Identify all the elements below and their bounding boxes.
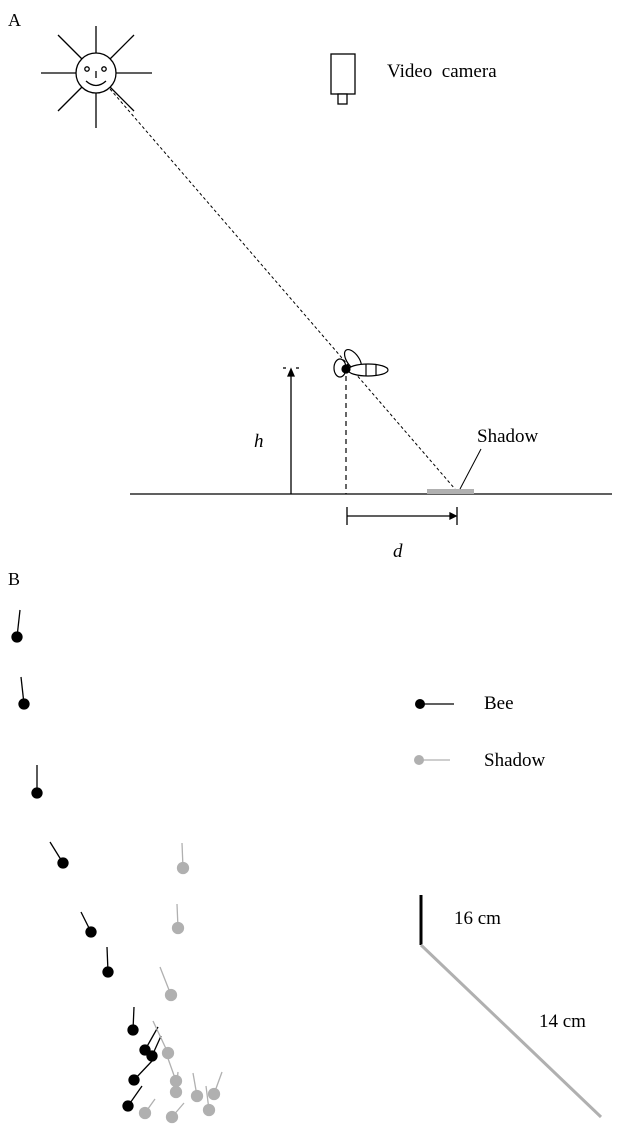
shadow-track	[138, 842, 223, 1124]
video-camera-icon	[330, 53, 356, 105]
legend-bee-label: Bee	[484, 693, 514, 714]
sun-ray-line	[109, 88, 456, 490]
bee-point	[18, 698, 30, 710]
legend: Bee Shadow	[414, 693, 546, 771]
legend-shadow-label: Shadow	[484, 750, 546, 771]
shadow-point	[164, 988, 178, 1002]
bee-point	[31, 787, 43, 799]
bee-track	[11, 609, 162, 1112]
panel-a-label: A	[8, 10, 21, 30]
bee-point	[57, 857, 69, 869]
shadow-point	[202, 1103, 216, 1117]
height-arrow	[283, 367, 299, 494]
sun-icon	[41, 26, 152, 128]
panel-b-label: B	[8, 569, 20, 589]
bee-point	[139, 1044, 151, 1056]
legend-bee-marker	[415, 699, 454, 709]
bee-point	[11, 631, 23, 643]
shadow-point	[165, 1110, 179, 1124]
bee-point	[146, 1050, 158, 1062]
shadow-point	[169, 1085, 183, 1099]
shadow-point	[169, 1074, 183, 1088]
shadow-mark	[427, 489, 474, 494]
scale-bar-14cm	[419, 943, 603, 1119]
bee-point	[85, 926, 97, 938]
height-label: h	[254, 431, 264, 452]
distance-arrow	[346, 507, 458, 525]
bee-point	[122, 1100, 134, 1112]
bee-icon	[333, 348, 389, 378]
bee-point	[128, 1074, 140, 1086]
shadow-point	[207, 1087, 221, 1101]
shadow-callout-line	[459, 448, 482, 490]
bee-point	[102, 966, 114, 978]
bee-point	[127, 1024, 139, 1036]
scale-bar-14cm-label: 14 cm	[539, 1011, 586, 1032]
distance-label: d	[393, 541, 403, 562]
shadow-point	[171, 921, 185, 935]
shadow-label: Shadow	[477, 426, 539, 447]
shadow-point	[176, 861, 190, 875]
scale-bar-16cm-label: 16 cm	[454, 908, 501, 929]
shadow-point	[190, 1089, 204, 1103]
camera-label: Video camera	[387, 61, 497, 82]
shadow-point	[138, 1106, 152, 1120]
legend-shadow-marker	[414, 755, 450, 765]
